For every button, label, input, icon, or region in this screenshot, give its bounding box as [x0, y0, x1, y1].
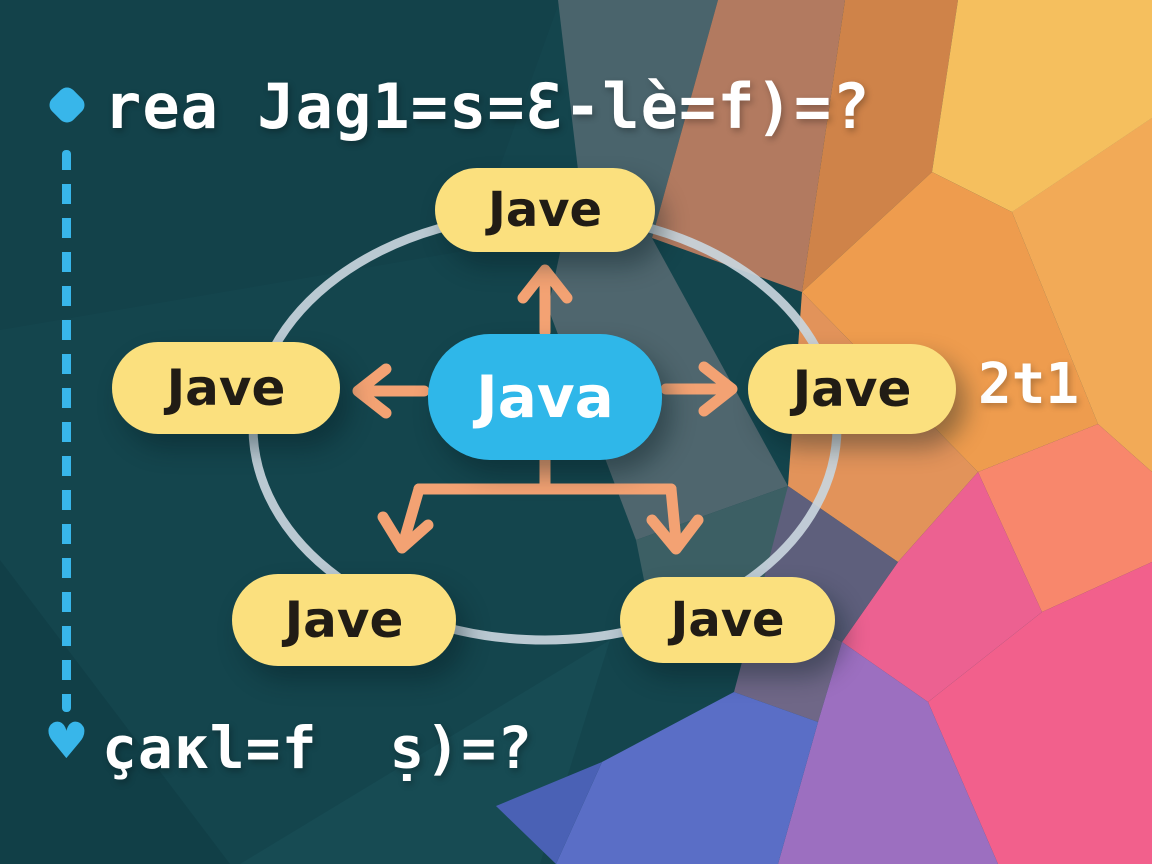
node-left-label: Jave	[166, 359, 286, 417]
node-top: Jave	[435, 168, 655, 252]
node-center: Java	[428, 334, 662, 460]
node-right: Jave	[748, 344, 956, 434]
node-bottom-right: Jave	[620, 577, 835, 663]
node-center-label: Java	[476, 363, 614, 431]
arrow-up	[517, 264, 573, 338]
footer-text: çaĸl=f ṣ)=?	[102, 714, 534, 782]
node-bottom-left-label: Jave	[284, 591, 404, 649]
arrow-right	[660, 361, 738, 417]
arrow-down-split	[377, 454, 704, 555]
heart-icon: ♥	[44, 712, 89, 770]
node-right-label: Jave	[792, 360, 912, 418]
node-left: Jave	[112, 342, 340, 434]
title-text: rea Jag1=s=Ɛ-lè=f)=?	[104, 70, 871, 143]
arrow-left	[352, 363, 430, 419]
node-top-label: Jave	[487, 182, 603, 238]
side-label: 2t1	[978, 352, 1080, 417]
node-bottom-right-label: Jave	[670, 592, 785, 648]
dashed-connector-line	[62, 150, 71, 712]
node-bottom-left: Jave	[232, 574, 456, 666]
